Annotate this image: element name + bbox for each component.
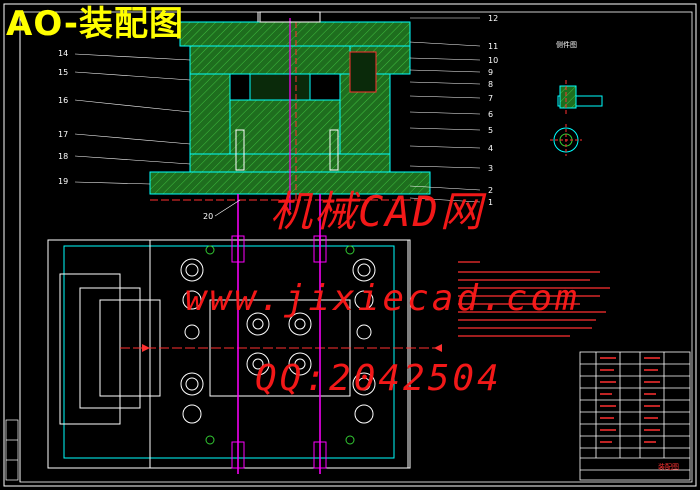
- section-view: [149, 11, 431, 245]
- technical-notes: [458, 261, 610, 337]
- leader-lines: [74, 17, 481, 217]
- callout-18: 18: [58, 152, 69, 161]
- callout-17: 17: [58, 130, 69, 139]
- watermark-site-name: 机械CAD网: [270, 187, 484, 236]
- callout-9: 9: [488, 68, 494, 77]
- callout-11: 11: [488, 42, 499, 51]
- callout-1: 1: [488, 198, 494, 207]
- drawing-frame: [3, 3, 697, 487]
- callout-5: 5: [488, 126, 494, 135]
- plan-view: [47, 235, 442, 474]
- callout-4: 4: [488, 144, 494, 153]
- title-block-entries: [600, 357, 660, 443]
- callout-7: 7: [488, 94, 494, 103]
- callout-2: 2: [488, 186, 494, 195]
- watermark-qq: QQ:2042504: [255, 358, 502, 399]
- callout-14: 14: [58, 49, 69, 58]
- title-block: [579, 351, 691, 481]
- watermark-url: www.jixiecad.com: [185, 278, 580, 319]
- callout-19: 19: [58, 177, 69, 186]
- callout-16: 16: [58, 96, 69, 105]
- part-detail-view: [550, 80, 603, 156]
- callout-15: 15: [58, 68, 69, 77]
- callout-10: 10: [488, 56, 499, 65]
- part-view-title: 侧件图: [556, 41, 577, 49]
- callout-20: 20: [203, 212, 214, 221]
- callout-3: 3: [488, 164, 494, 173]
- callout-12: 12: [488, 14, 499, 23]
- callout-8: 8: [488, 80, 494, 89]
- margin-boxes: [5, 419, 19, 481]
- drawing-title: AO-装配图: [6, 4, 184, 44]
- title-block-label: 装配图: [658, 463, 679, 471]
- callout-6: 6: [488, 110, 494, 119]
